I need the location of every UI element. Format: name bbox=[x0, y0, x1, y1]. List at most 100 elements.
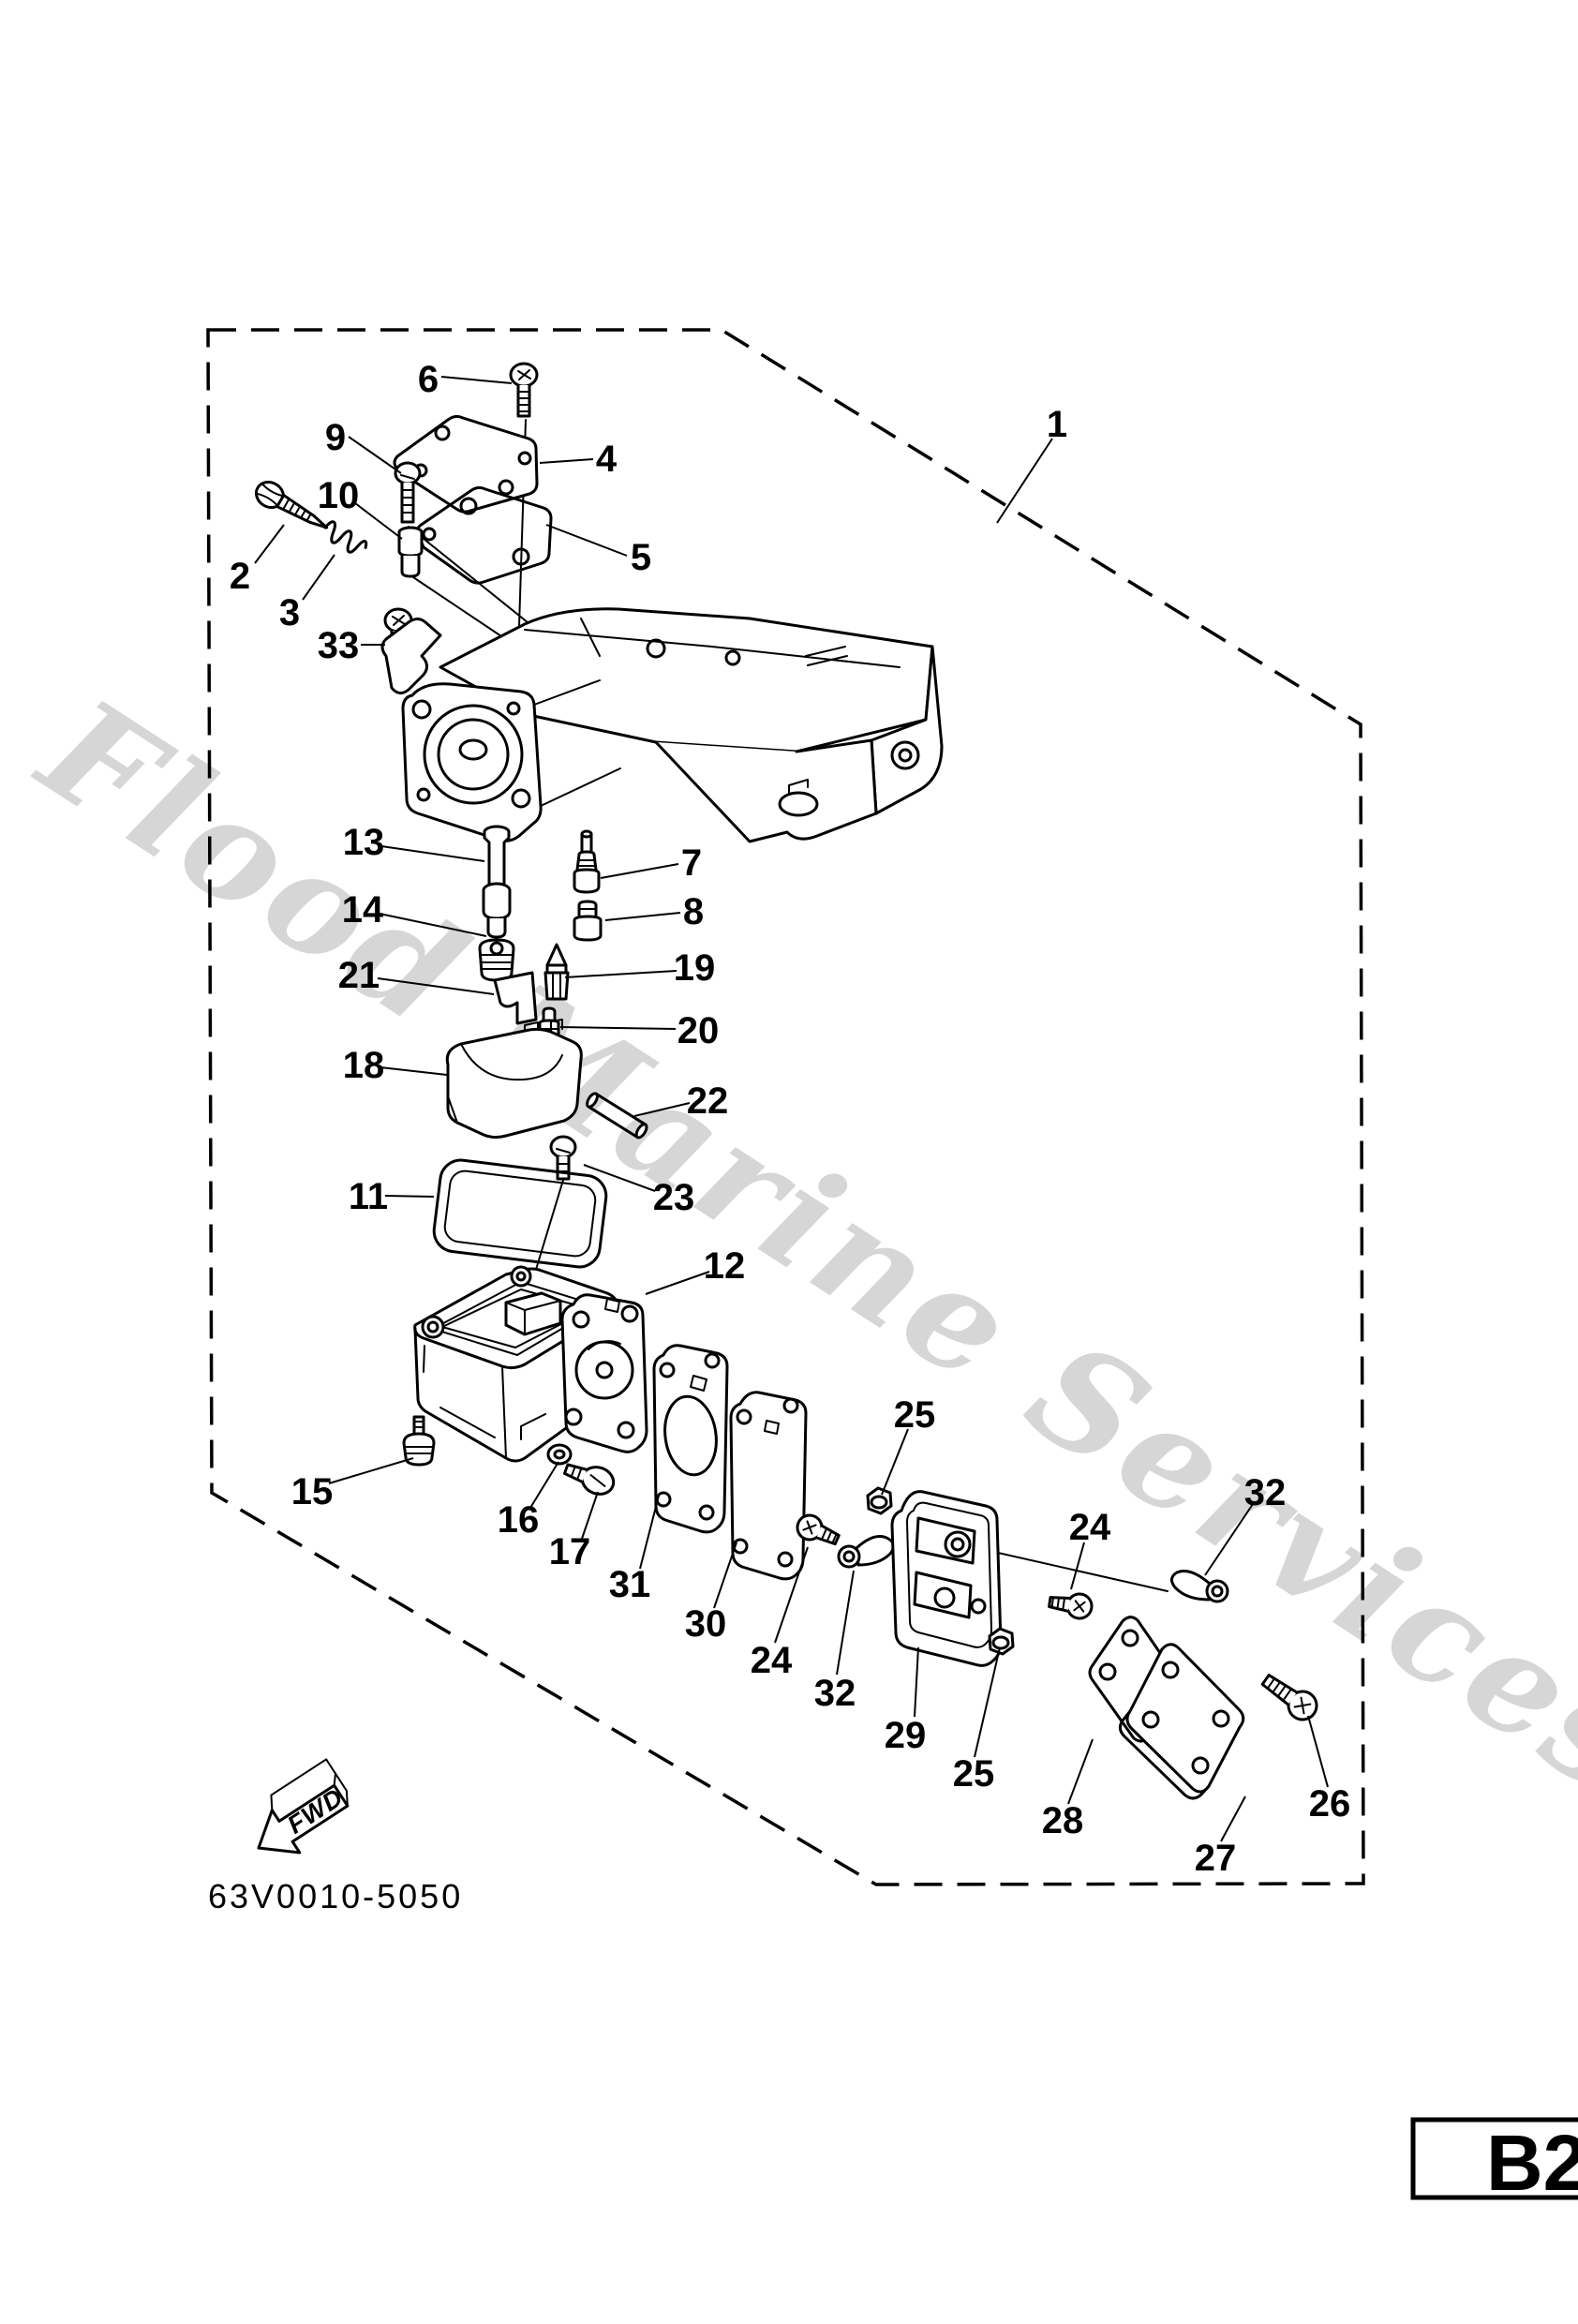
callout-leader-7 bbox=[600, 863, 679, 879]
callout-number-32b: 32 bbox=[1244, 1472, 1287, 1513]
callout-leader-30 bbox=[713, 1542, 737, 1609]
part-30-pump-diaphragm-icon bbox=[729, 1391, 808, 1581]
callout-number-19: 19 bbox=[674, 947, 716, 989]
callout-leader-28 bbox=[1067, 1738, 1094, 1805]
callout-number-3: 3 bbox=[279, 592, 300, 633]
part-10-bushing-icon bbox=[397, 526, 424, 578]
callout-leader-26 bbox=[1307, 1715, 1329, 1788]
callout-leader-24a bbox=[774, 1546, 809, 1644]
callout-leader-20 bbox=[559, 1026, 677, 1030]
callout-leader-17 bbox=[581, 1491, 599, 1540]
callout-number-17: 17 bbox=[549, 1531, 591, 1572]
part-26-screw-icon bbox=[1260, 1674, 1318, 1721]
callout-leader-19 bbox=[564, 970, 677, 978]
callout-leader-24b bbox=[1070, 1542, 1085, 1590]
callout-leader-6 bbox=[440, 376, 513, 384]
part-float-bowl-icon bbox=[413, 1265, 618, 1463]
part-23-screw-icon bbox=[549, 1135, 577, 1181]
callout-number-7: 7 bbox=[681, 842, 702, 884]
part-6-screw-icon bbox=[509, 362, 539, 418]
callout-number-33: 33 bbox=[318, 625, 360, 666]
callout-leader-3 bbox=[302, 554, 335, 601]
callout-leader-13 bbox=[380, 845, 485, 862]
callout-number-10: 10 bbox=[318, 475, 360, 516]
callout-number-24b: 24 bbox=[1069, 1507, 1111, 1548]
part-32-lever-right-icon bbox=[1170, 1570, 1229, 1603]
callout-leader-15 bbox=[328, 1457, 414, 1484]
part-18-float-icon bbox=[445, 1019, 583, 1140]
drawing-code: 63V0010-5050 bbox=[208, 1877, 463, 1915]
part-15-drain-screw-icon bbox=[402, 1415, 436, 1467]
part-24-screw-left-icon bbox=[796, 1513, 841, 1546]
callout-leader-14 bbox=[379, 913, 487, 937]
callout-leader-22 bbox=[633, 1102, 691, 1117]
callout-number-14: 14 bbox=[342, 889, 384, 931]
callout-number-13: 13 bbox=[343, 822, 385, 863]
callout-number-20: 20 bbox=[677, 1010, 720, 1051]
callout-leader-23 bbox=[583, 1164, 656, 1192]
part-13-jet-icon bbox=[482, 825, 512, 939]
callout-number-21: 21 bbox=[338, 955, 380, 996]
callout-leader-25a bbox=[881, 1428, 909, 1496]
callout-leader-27 bbox=[1220, 1795, 1246, 1842]
callout-leader-31 bbox=[639, 1495, 660, 1570]
callout-number-29: 29 bbox=[885, 1715, 927, 1756]
part-27-pump-cover-icon bbox=[1118, 1643, 1245, 1800]
callout-leader-9 bbox=[348, 436, 402, 474]
callout-number-5: 5 bbox=[631, 537, 651, 578]
callout-leader-4 bbox=[539, 458, 594, 464]
part-12-pump-plate-icon bbox=[560, 1293, 648, 1453]
part-19-needle-valve-icon bbox=[543, 943, 570, 1001]
callout-number-30: 30 bbox=[685, 1603, 727, 1645]
callout-number-25a: 25 bbox=[894, 1394, 936, 1436]
callout-number-6: 6 bbox=[418, 359, 439, 400]
part-25-nut-lower-icon bbox=[988, 1627, 1015, 1656]
part-29-pump-body-icon bbox=[890, 1490, 1003, 1667]
part-14-plug-icon bbox=[478, 938, 515, 982]
part-4-cover-plate-icon bbox=[393, 414, 539, 514]
callout-number-4: 4 bbox=[596, 439, 618, 480]
callout-leader-5 bbox=[545, 524, 628, 557]
part-8-jet-icon bbox=[573, 900, 603, 942]
part-7-nozzle-icon bbox=[573, 829, 601, 894]
callout-number-22: 22 bbox=[687, 1080, 729, 1122]
callout-number-18: 18 bbox=[343, 1045, 385, 1086]
fwd-arrow-icon: FWD bbox=[257, 1758, 350, 1855]
callout-number-31: 31 bbox=[609, 1564, 651, 1605]
part-3-spring-icon bbox=[323, 520, 368, 554]
callout-number-23: 23 bbox=[653, 1177, 695, 1218]
callout-leader-10 bbox=[354, 502, 403, 540]
part-21-clip-icon bbox=[493, 971, 538, 1025]
callout-number-26: 26 bbox=[1309, 1783, 1351, 1825]
part-2-pilot-screw-icon bbox=[254, 480, 329, 529]
part-carburetor-body-icon bbox=[380, 607, 944, 843]
callouts-layer: 1234567891011121314151617181920212223242… bbox=[230, 359, 1350, 1879]
callout-leader-11 bbox=[384, 1195, 435, 1198]
part-11-bowl-gasket-icon bbox=[432, 1158, 608, 1269]
callout-number-25b: 25 bbox=[953, 1753, 995, 1795]
callout-leader-2 bbox=[254, 524, 285, 564]
callout-number-2: 2 bbox=[230, 556, 250, 597]
callout-leader-32b bbox=[1204, 1503, 1254, 1576]
part-9-screw-icon bbox=[394, 461, 422, 524]
callout-number-11: 11 bbox=[349, 1176, 388, 1217]
callout-leader-25b bbox=[974, 1646, 1001, 1758]
part-31-pump-gasket-icon bbox=[652, 1344, 729, 1534]
callout-number-24a: 24 bbox=[751, 1640, 793, 1681]
page-ref-label: B2 bbox=[1486, 2119, 1578, 2207]
callout-leader-32a bbox=[836, 1570, 855, 1676]
callout-leader-8 bbox=[604, 912, 681, 921]
callout-number-16: 16 bbox=[498, 1499, 540, 1541]
callout-leader-12 bbox=[645, 1271, 710, 1295]
part-16-washer-icon bbox=[546, 1443, 573, 1466]
part-22-float-pin-icon bbox=[586, 1092, 648, 1140]
callout-number-9: 9 bbox=[325, 417, 346, 458]
callout-number-1: 1 bbox=[1047, 404, 1067, 445]
callout-number-12: 12 bbox=[704, 1245, 746, 1287]
part-17-screw-icon bbox=[562, 1463, 616, 1496]
part-5-cover-gasket-icon bbox=[415, 485, 553, 585]
callout-leader-29 bbox=[914, 1646, 919, 1718]
callout-leader-21 bbox=[377, 977, 495, 995]
